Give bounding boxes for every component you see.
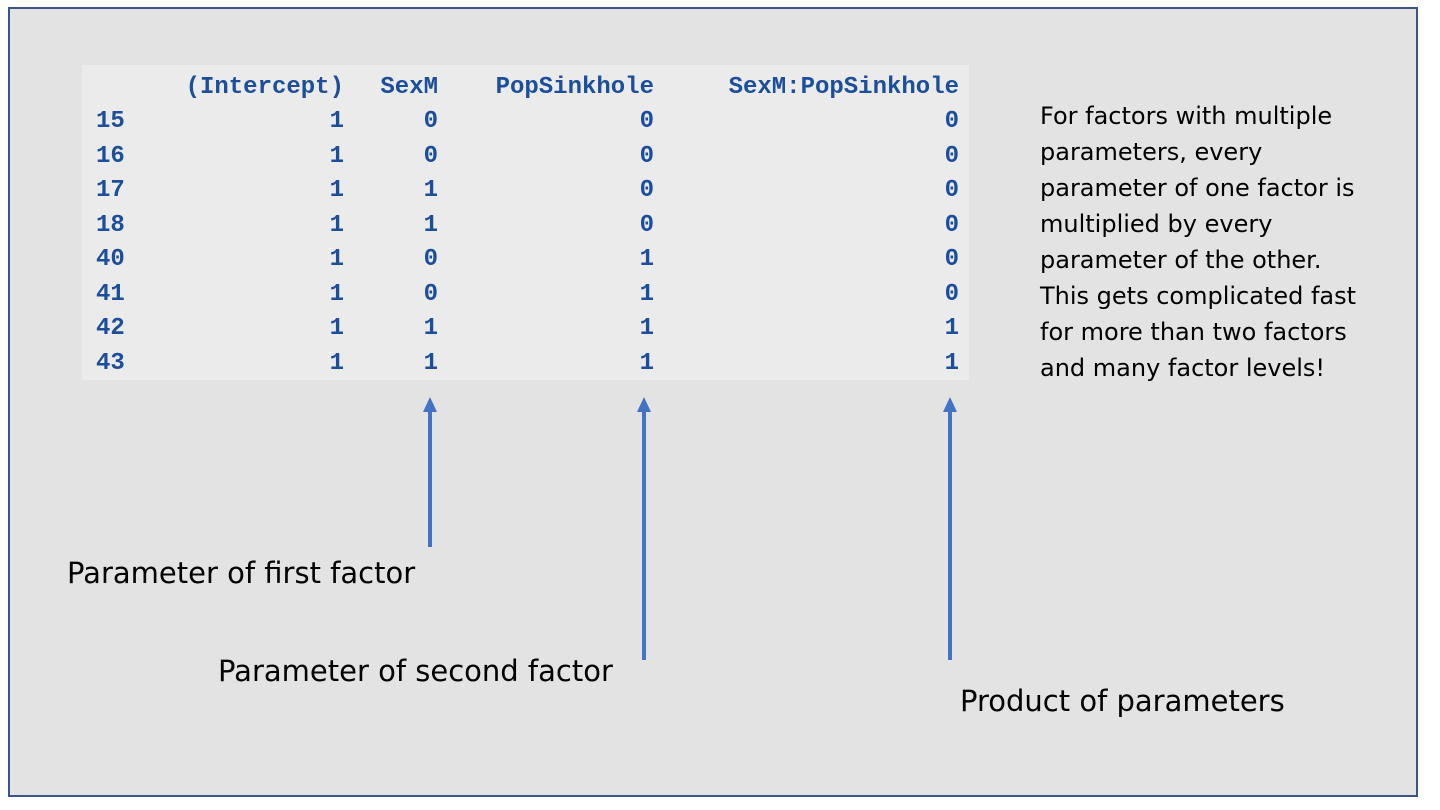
matrix-cell: 1 (944, 315, 959, 342)
matrix-cell: 0 (639, 143, 654, 170)
matrix-cell: 1 (944, 350, 959, 377)
matrix-cell: 0 (944, 246, 959, 273)
matrix-cell: 1 (423, 177, 438, 204)
matrix-cell: 1 (639, 315, 654, 342)
matrix-cell: 1 (423, 212, 438, 239)
matrix-cell: 1 (329, 212, 344, 239)
row-id: 16 (96, 143, 125, 170)
note-line: parameter of the other. (1040, 246, 1322, 274)
matrix-cell: 0 (944, 281, 959, 308)
matrix-cell: 0 (423, 246, 438, 273)
note-line: For factors with multiple (1040, 102, 1333, 130)
note-line: parameter of one factor is (1040, 174, 1355, 202)
header-intercept: (Intercept) (185, 74, 344, 101)
matrix-cell: 1 (329, 281, 344, 308)
row-id: 41 (96, 281, 125, 308)
header-sexm-popsinkhole: SexM:PopSinkhole (728, 74, 959, 101)
note-line: parameters, every (1040, 138, 1263, 166)
header-sexm: SexM (380, 74, 438, 101)
matrix-cell: 0 (423, 143, 438, 170)
matrix-cell: 0 (639, 212, 654, 239)
matrix-cell: 0 (944, 143, 959, 170)
note-line: and many factor levels! (1040, 354, 1326, 382)
row-id: 17 (96, 177, 125, 204)
row-id: 43 (96, 350, 125, 377)
arrow-first-factor (423, 397, 437, 547)
matrix-cell: 1 (329, 246, 344, 273)
code-output-panel (82, 65, 969, 380)
header-popsinkhole: PopSinkhole (495, 74, 654, 101)
row-id: 40 (96, 246, 125, 273)
row-id: 15 (96, 108, 125, 135)
note-line: multiplied by every (1040, 210, 1273, 238)
row-id: 42 (96, 315, 125, 342)
row-id: 18 (96, 212, 125, 239)
arrow-second-factor (637, 397, 651, 660)
matrix-cell: 0 (423, 281, 438, 308)
matrix-cell: 0 (944, 177, 959, 204)
label-second-factor: Parameter of second factor (218, 654, 613, 688)
matrix-cell: 1 (423, 350, 438, 377)
matrix-cell: 0 (639, 177, 654, 204)
explanation-note: For factors with multiple parameters, ev… (1040, 98, 1380, 386)
arrow-product (943, 397, 957, 660)
label-product: Product of parameters (960, 684, 1285, 718)
note-line: This gets complicated fast (1040, 282, 1357, 310)
matrix-cell: 1 (639, 246, 654, 273)
matrix-cell: 1 (329, 350, 344, 377)
note-line: for more than two factors (1040, 318, 1347, 346)
matrix-cell: 1 (639, 350, 654, 377)
matrix-cell: 0 (944, 212, 959, 239)
matrix-cell: 1 (423, 315, 438, 342)
matrix-cell: 0 (639, 108, 654, 135)
matrix-cell: 1 (329, 108, 344, 135)
matrix-cell: 1 (639, 281, 654, 308)
matrix-cell: 0 (944, 108, 959, 135)
matrix-cell: 0 (423, 108, 438, 135)
matrix-cell: 1 (329, 143, 344, 170)
matrix-cell: 1 (329, 315, 344, 342)
label-first-factor: Parameter of first factor (67, 556, 416, 590)
matrix-cell: 1 (329, 177, 344, 204)
